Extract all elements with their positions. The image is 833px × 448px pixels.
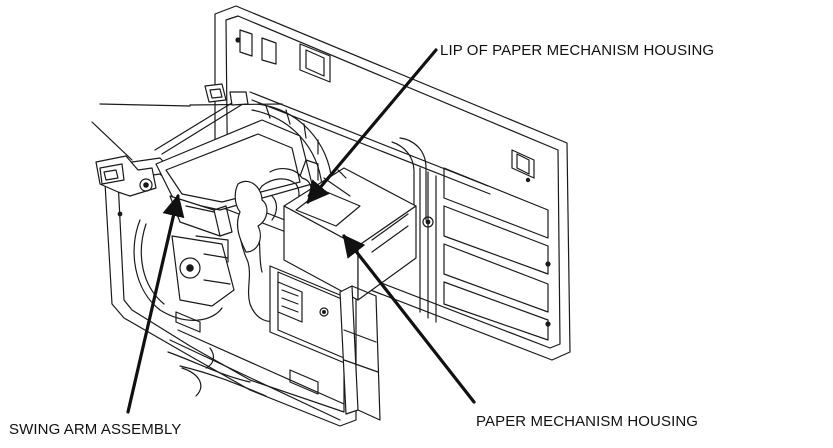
leader-swing-arm xyxy=(126,193,185,414)
callout-swing-arm-assembly: SWING ARM ASSEMBLY xyxy=(9,421,182,438)
front-bracket xyxy=(269,265,381,421)
leader-lip xyxy=(306,48,438,204)
rear-mounting-panel xyxy=(214,5,571,361)
swing-arm-latch xyxy=(95,155,157,197)
callout-lip-of-housing: LIP OF PAPER MECHANISM HOUSING xyxy=(440,42,715,59)
guide-rods xyxy=(91,83,283,161)
leader-housing xyxy=(342,234,476,404)
swing-arm-body xyxy=(133,103,333,321)
callout-leaders xyxy=(126,48,476,414)
callout-paper-mechanism-housing: PAPER MECHANISM HOUSING xyxy=(476,413,699,430)
